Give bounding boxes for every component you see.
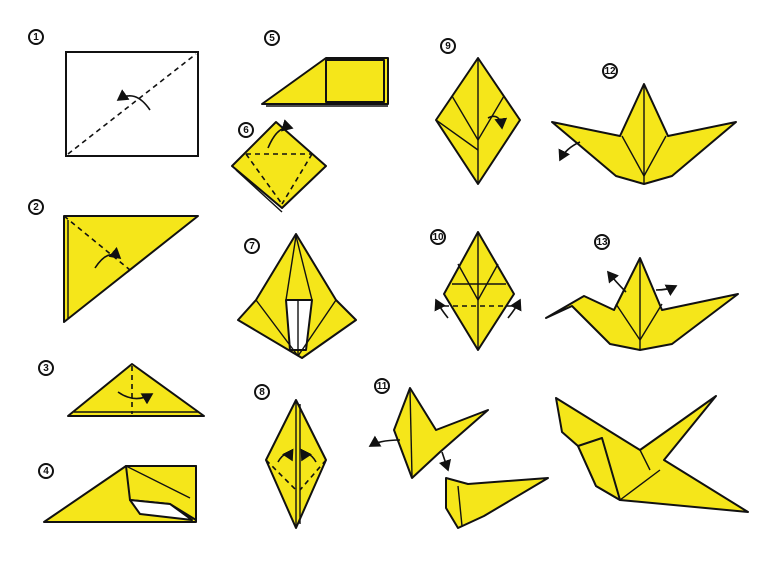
step-5-figure [261, 57, 389, 107]
step-6-number: 6 [238, 122, 254, 138]
step-10-number: 10 [430, 229, 446, 245]
step-9-number: 9 [440, 38, 456, 54]
step-1-figure [65, 51, 199, 157]
step-13-figure [545, 257, 739, 351]
step-11-number: 11 [374, 378, 390, 394]
finished-crane-figure [555, 395, 749, 513]
step-8-number: 8 [254, 384, 270, 400]
step-11-figure [368, 387, 549, 529]
step-1-number: 1 [28, 29, 44, 45]
step-5-number: 5 [264, 30, 280, 46]
step-2-number: 2 [28, 199, 44, 215]
step-12-number: 12 [602, 63, 618, 79]
step-7-figure [237, 233, 357, 359]
step-4-number: 4 [38, 463, 54, 479]
step-4-figure [43, 465, 197, 523]
step-6-figure [231, 119, 327, 213]
step-9-figure [435, 57, 521, 185]
step-13-number: 13 [594, 234, 610, 250]
step-10-figure [434, 231, 522, 351]
step-7-number: 7 [244, 238, 260, 254]
step-2-figure [63, 215, 199, 323]
step-8-figure [265, 399, 327, 529]
step-12-figure [551, 83, 737, 185]
step-3-number: 3 [38, 360, 54, 376]
step-3-figure [67, 363, 205, 417]
